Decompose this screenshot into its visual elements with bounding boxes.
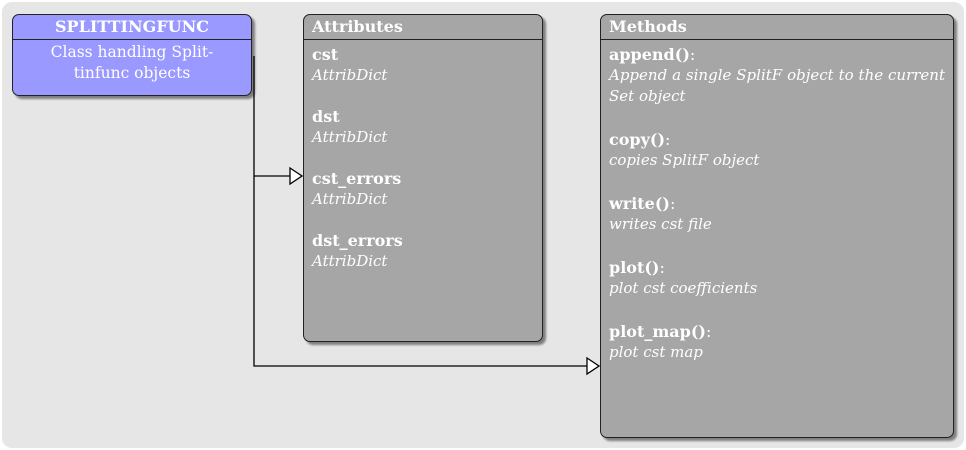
method-description: plot cst coefficients [609, 279, 758, 297]
method-name: write() [609, 194, 670, 213]
attribute-type: AttribDict [312, 128, 388, 146]
class-description: Class handling Split-tinfunc objects [50, 43, 214, 82]
method-name: copy() [609, 130, 666, 149]
attribute-item: dst AttribDict [312, 106, 534, 148]
method-suffix: : [670, 194, 676, 213]
method-item: plot_map(): plot cst map [609, 321, 945, 363]
attribute-item: cst AttribDict [312, 44, 534, 86]
method-signature: write(): [609, 193, 945, 214]
attribute-name: cst [312, 45, 339, 64]
method-description: Append a single SplitF object to the cur… [609, 66, 945, 105]
attribute-type: AttribDict [312, 190, 388, 208]
method-signature: plot(): [609, 257, 945, 278]
method-signature: copy(): [609, 129, 945, 150]
method-name: plot_map() [609, 322, 706, 341]
method-suffix: : [689, 45, 696, 64]
attribute-name: dst_errors [312, 231, 403, 250]
methods-box: Methods append(): Append a single SplitF… [600, 14, 954, 438]
attributes-title: Attributes [304, 15, 542, 40]
method-name: plot() [609, 258, 660, 277]
method-suffix: : [665, 130, 671, 149]
attributes-list: cst AttribDict dst AttribDict cst_errors… [304, 40, 542, 272]
attribute-name: dst [312, 107, 340, 126]
method-signature: append(): [609, 44, 945, 65]
method-item: write(): writes cst file [609, 193, 945, 235]
attribute-type: AttribDict [312, 66, 388, 84]
methods-title: Methods [601, 15, 953, 40]
method-item: plot(): plot cst coefficients [609, 257, 945, 299]
attribute-item: cst_errors AttribDict [312, 168, 534, 210]
method-description: plot cst map [609, 343, 703, 361]
class-name: SPLITTINGFUNC [13, 15, 251, 40]
attribute-item: dst_errors AttribDict [312, 230, 534, 272]
method-name: append() [609, 45, 690, 64]
method-signature: plot_map(): [609, 321, 945, 342]
method-suffix: : [659, 258, 665, 277]
attribute-name: cst_errors [312, 169, 402, 188]
method-suffix: : [705, 322, 712, 341]
attribute-type: AttribDict [312, 252, 388, 270]
method-description: writes cst file [609, 215, 712, 233]
class-box: SPLITTINGFUNC Class handling Split-tinfu… [12, 14, 252, 96]
attributes-box: Attributes cst AttribDict dst AttribDict… [303, 14, 543, 342]
method-description: copies SplitF object [609, 151, 760, 169]
method-item: copy(): copies SplitF object [609, 129, 945, 171]
methods-list: append(): Append a single SplitF object … [601, 40, 953, 363]
method-item: append(): Append a single SplitF object … [609, 44, 945, 107]
